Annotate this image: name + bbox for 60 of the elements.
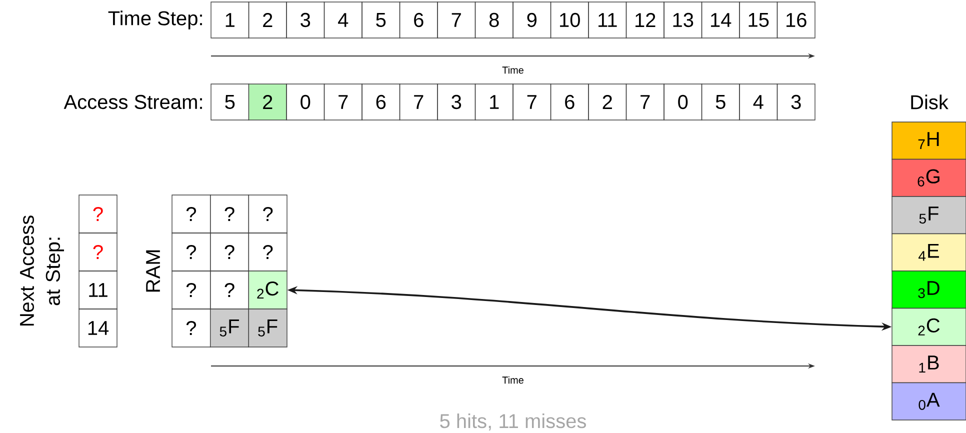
access-cell: 6: [550, 84, 589, 120]
next-access-cell: 14: [78, 308, 118, 348]
ram-cell: $_{2}$C: [248, 270, 288, 310]
access-cell: 2: [248, 84, 287, 120]
disk-cell: $_{1}$B: [892, 345, 966, 384]
access-cell: 0: [286, 84, 325, 120]
access-cell: 7: [512, 84, 552, 120]
ram-cell: ?: [172, 270, 211, 310]
next-access-cell: ?: [78, 194, 118, 234]
access-cell: 7: [626, 84, 664, 120]
ram-cell: ?: [172, 194, 211, 234]
next-access-cell: 11: [78, 270, 118, 310]
row-label: Access Stream:: [64, 94, 202, 110]
access-cell: 2: [588, 84, 627, 120]
timestep-cell: 9: [512, 2, 552, 38]
ram-cell: ?: [210, 194, 250, 234]
axis-label: Time: [502, 376, 524, 384]
timestep-cell: 13: [664, 2, 702, 38]
access-cell: 4: [739, 84, 778, 120]
ram-cell: ?: [172, 232, 211, 272]
disk-cell: $_{0}$A: [892, 382, 966, 420]
ram-cell: ?: [210, 232, 250, 272]
disk-cell: $_{3}$D: [892, 270, 966, 309]
timestep-cell: 3: [286, 2, 325, 38]
access-cell: 1: [474, 84, 514, 120]
timestep-cell: 11: [588, 2, 627, 38]
disk-cell: $_{2}$C: [892, 308, 966, 346]
ram-cell: ?: [248, 194, 288, 234]
timestep-cell: 16: [776, 2, 816, 38]
disk-cell: $_{6}$G: [892, 158, 966, 197]
ram-cell: $_{5}$F: [210, 308, 250, 348]
disk-cell: $_{5}$F: [892, 196, 966, 234]
timestep-cell: 4: [324, 2, 362, 38]
access-cell: 3: [437, 84, 476, 120]
timestep-cell: 6: [399, 2, 438, 38]
disk-label: Disk: [911, 94, 948, 110]
timestep-cell: 12: [626, 2, 664, 38]
disk-cell: $_{4}$E: [892, 233, 966, 272]
disk-cell: $_{7}$H: [892, 122, 966, 160]
timestep-cell: 1: [210, 2, 250, 38]
row-label: Time Step:: [108, 10, 202, 30]
access-cell: 0: [664, 84, 702, 120]
access-cell: 7: [399, 84, 438, 120]
axis-label: Time: [502, 66, 524, 74]
timestep-cell: 5: [362, 2, 400, 38]
access-cell: 7: [324, 84, 362, 120]
timestep-cell: 7: [437, 2, 476, 38]
timestep-cell: 10: [550, 2, 589, 38]
timestep-cell: 8: [474, 2, 514, 38]
column-label: Next Access at Step:: [20, 216, 64, 326]
timestep-cell: 14: [701, 2, 740, 38]
access-cell: 6: [362, 84, 400, 120]
next-access-cell: ?: [78, 232, 118, 272]
ram-label: RAM: [146, 250, 160, 292]
access-cell: 3: [776, 84, 816, 120]
timestep-cell: 2: [248, 2, 287, 38]
ram-cell: $_{5}$F: [248, 308, 288, 348]
result-text: 5 hits, 11 misses: [440, 413, 586, 431]
timestep-cell: 15: [739, 2, 778, 38]
access-cell: 5: [701, 84, 740, 120]
